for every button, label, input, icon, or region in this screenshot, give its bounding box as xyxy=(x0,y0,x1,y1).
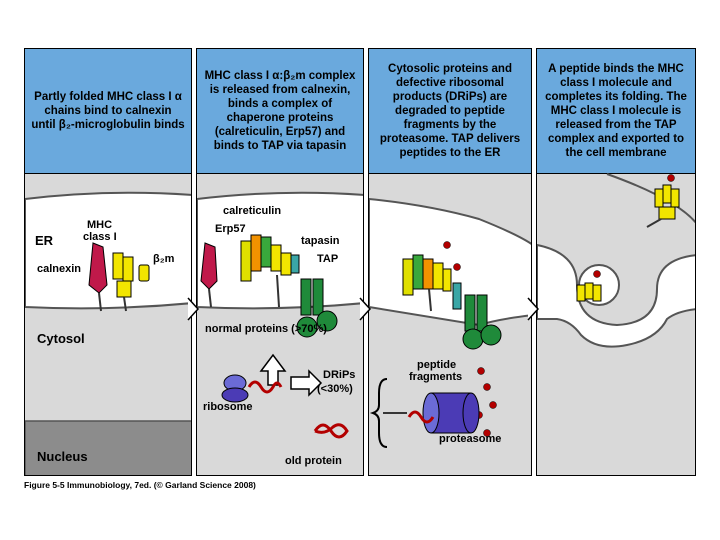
label-old-protein: old protein xyxy=(285,455,342,467)
panel-1-header-text: Partly folded MHC class I α chains bind … xyxy=(31,91,185,131)
figure-caption: Figure 5-5 Immunobiology, 7ed. (© Garlan… xyxy=(24,480,256,490)
panel-3-art xyxy=(369,197,531,448)
label-peptide: peptide xyxy=(417,359,457,371)
erp57-protein xyxy=(250,234,262,272)
label-tapasin: tapasin xyxy=(301,235,340,247)
arrow-1-2 xyxy=(187,297,200,321)
label-calnexin: calnexin xyxy=(37,263,82,275)
label-b2m: β₂m xyxy=(153,253,175,265)
label-mhc: MHC xyxy=(87,219,113,231)
mhc-class-i-protein xyxy=(112,252,134,312)
panel-4: A peptide binds the MHC class I molecule… xyxy=(536,48,696,476)
mhc-class-i-surface xyxy=(646,174,680,228)
proteasome-icon xyxy=(422,392,480,434)
panel-2-art xyxy=(197,191,363,439)
panel-4-art xyxy=(537,173,695,348)
label-class-i: class I xyxy=(83,231,117,243)
mhc-class-i-protein xyxy=(576,270,602,302)
nascent-protein xyxy=(247,380,283,394)
label-drips-pct: (<30%) xyxy=(317,383,353,395)
panel-3-header: Cytosolic proteins and defective ribosom… xyxy=(369,49,531,174)
b2m-protein xyxy=(138,264,150,282)
panel-1-header: Partly folded MHC class I α chains bind … xyxy=(25,49,191,174)
label-nucleus: Nucleus xyxy=(37,449,88,464)
chaperone-complex xyxy=(402,254,462,312)
label-calreticulin: calreticulin xyxy=(223,205,282,217)
panel-4-header: A peptide binds the MHC class I molecule… xyxy=(537,49,695,174)
label-drips: DRiPs xyxy=(323,369,356,381)
brace xyxy=(369,378,388,448)
arrow-2-3 xyxy=(359,297,372,321)
mhc-class-i-protein xyxy=(270,244,282,272)
label-erp57: Erp57 xyxy=(215,223,246,235)
up-arrow xyxy=(259,353,287,386)
label-er: ER xyxy=(35,233,54,248)
label-cytosol: Cytosol xyxy=(37,331,85,346)
panel-3: Cytosolic proteins and defective ribosom… xyxy=(368,48,532,476)
label-tap: TAP xyxy=(317,253,339,265)
panel-1-art xyxy=(25,191,191,475)
panel-2-header-text: MHC class I α:β₂m complex is released fr… xyxy=(204,70,356,152)
panel-3-header-text: Cytosolic proteins and defective ribosom… xyxy=(379,63,521,159)
right-arrow xyxy=(290,369,323,397)
panel-2-header: MHC class I α:β₂m complex is released fr… xyxy=(197,49,363,174)
panel-1: Partly folded MHC class I α chains bind … xyxy=(24,48,192,476)
label-ribosome: ribosome xyxy=(203,401,253,413)
tapasin-protein xyxy=(290,254,300,274)
chaperone-complex xyxy=(240,234,300,308)
calnexin-protein xyxy=(200,242,218,308)
panel-2: MHC class I α:β₂m complex is released fr… xyxy=(196,48,364,476)
calreticulin-protein xyxy=(240,240,252,282)
tap-transporter xyxy=(296,278,338,338)
old-protein-icon xyxy=(313,423,349,439)
tap-transporter xyxy=(462,294,502,350)
arrow-3-4 xyxy=(527,297,540,321)
panel-4-header-text: A peptide binds the MHC class I molecule… xyxy=(545,63,687,159)
calnexin-protein xyxy=(88,242,108,312)
label-proteasome: proteasome xyxy=(439,433,502,445)
label-fragments: fragments xyxy=(409,371,463,383)
ribosome-icon xyxy=(221,374,249,403)
label-normal-proteins: normal proteins (>70%) xyxy=(205,323,327,335)
